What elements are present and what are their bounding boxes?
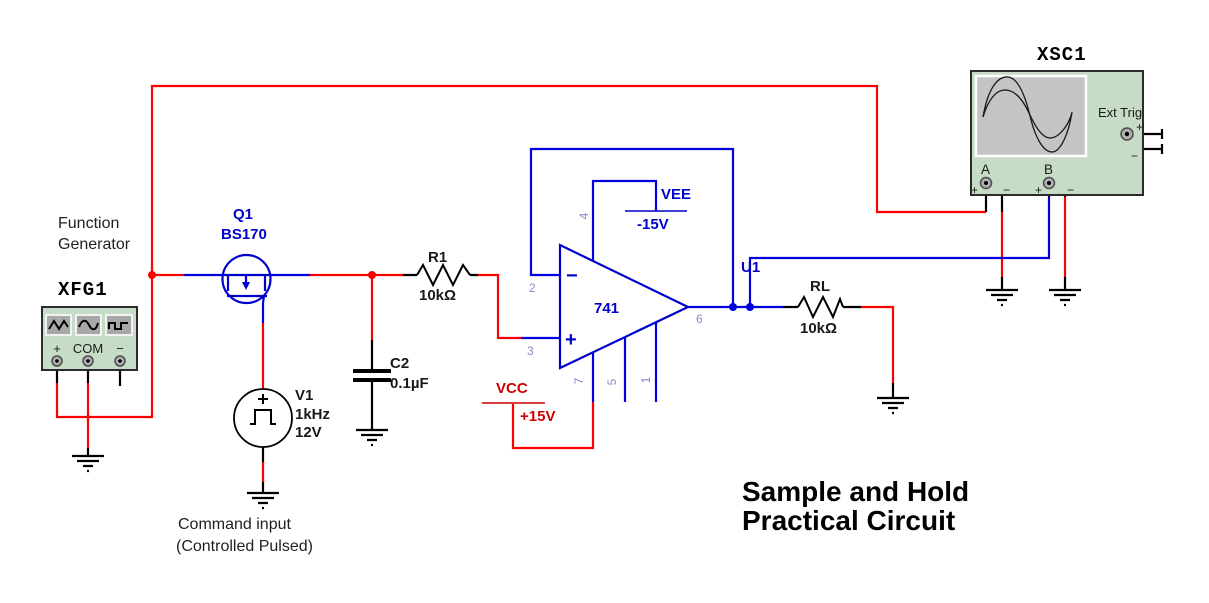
- capacitor-c2[interactable]: C2 0.1µF: [353, 355, 429, 392]
- u1-pin7-label: 7: [572, 377, 586, 384]
- xsc1-trig-minus: −: [1131, 149, 1138, 163]
- net-rl-ground[interactable]: [861, 305, 895, 383]
- stub-scope-b-minus[interactable]: [1049, 181, 1067, 290]
- stub-scope-a-minus[interactable]: [986, 181, 1004, 290]
- function-generator-note-line1: Function: [58, 215, 119, 232]
- v1-body[interactable]: [233, 388, 293, 448]
- xfg1-triangle-wave-button[interactable]: [45, 314, 72, 336]
- xfg1-plus-label: +: [53, 341, 61, 356]
- power-vee[interactable]: VEE -15V: [625, 186, 691, 233]
- wire-output-to-scope-b[interactable]: [748, 197, 1051, 307]
- ground-rl[interactable]: [877, 396, 909, 415]
- v1-voltage: 12V: [295, 424, 322, 441]
- u1-part: 741: [594, 300, 619, 317]
- rl-ref: RL: [810, 278, 830, 295]
- junction-dot: [368, 271, 376, 279]
- u1-pin4-label: 4: [577, 212, 591, 219]
- vcc-value: +15V: [520, 408, 555, 425]
- ground-scope-b[interactable]: [1049, 288, 1081, 307]
- resistor-rl[interactable]: RL 10kΩ: [797, 278, 844, 337]
- vcc-label: VCC: [496, 380, 528, 397]
- net-vcc[interactable]: [511, 402, 595, 450]
- xsc1-b-minus: −: [1067, 183, 1074, 197]
- junction-dot: [729, 303, 737, 311]
- mosfet-q1[interactable]: Q1 BS170: [221, 206, 272, 305]
- xfg1-com-label: COM: [73, 341, 103, 356]
- r1-zigzag[interactable]: [416, 262, 471, 288]
- vee-value: -15V: [637, 216, 669, 233]
- c2-plates[interactable]: [353, 369, 391, 382]
- c2-value: 0.1µF: [390, 375, 429, 392]
- xfg1-minus-label: −: [116, 341, 124, 356]
- circuit-title-line2: Practical Circuit: [742, 505, 955, 536]
- rl-value: 10kΩ: [800, 320, 837, 337]
- mosfet-body[interactable]: [221, 253, 272, 305]
- u1-ref: U1: [741, 259, 760, 276]
- circuit-title-line1: Sample and Hold: [742, 476, 969, 507]
- r1-value: 10kΩ: [419, 287, 456, 304]
- wire-pin4-to-vee[interactable]: [591, 179, 658, 261]
- ground-scope-a[interactable]: [986, 288, 1018, 307]
- opamp-triangle[interactable]: [558, 243, 691, 370]
- mosfet-gate-lead: [261, 295, 266, 304]
- u1-pin2-label: 2: [529, 281, 536, 295]
- junction-dot: [148, 271, 156, 279]
- xsc1-a-minus: −: [1003, 183, 1010, 197]
- xsc1-trig-plus: +: [1136, 120, 1143, 134]
- wire-r1-to-pin3[interactable]: [478, 273, 521, 340]
- r1-ref: R1: [428, 249, 447, 266]
- wire-fg-to-scope-a[interactable]: [55, 84, 986, 419]
- v1-frequency: 1kHz: [295, 406, 330, 423]
- instrument-xsc1[interactable]: Ext Trig + − A B + − + − XSC1: [970, 44, 1144, 197]
- ground-v1[interactable]: [247, 491, 279, 510]
- q1-ref: Q1: [233, 206, 253, 223]
- opamp-plus-sign: +: [565, 329, 577, 351]
- u1-pin6-label: 6: [696, 312, 703, 326]
- wire-feedback-loop[interactable]: [529, 147, 735, 307]
- mosfet-contacts: [226, 275, 267, 291]
- xsc1-label: XSC1: [1037, 44, 1087, 66]
- resistor-r1[interactable]: R1 10kΩ: [416, 249, 471, 304]
- xfg1-label: XFG1: [58, 279, 108, 301]
- xsc1-b-plus: +: [1035, 183, 1042, 197]
- sine-wave-icon: [78, 319, 99, 331]
- net-blue[interactable]: [184, 147, 1051, 402]
- xsc1-waveform-inner: [982, 89, 1073, 139]
- wire-pin7-to-vcc[interactable]: [511, 402, 595, 450]
- q1-part: BS170: [221, 226, 267, 243]
- function-generator-note-line2: Generator: [58, 236, 131, 253]
- u1-pin5-label: 5: [605, 378, 619, 385]
- pulse-source-v1[interactable]: V1 1kHz 12V: [233, 387, 330, 448]
- xsc1-channel-b-label: B: [1044, 162, 1053, 177]
- net-input-rail[interactable]: [55, 84, 986, 419]
- v1-plus-sign: [258, 394, 268, 404]
- junction-dot: [746, 303, 754, 311]
- rl-zigzag[interactable]: [797, 294, 844, 320]
- command-input-note-line1: Command input: [178, 516, 292, 533]
- square-wave-icon: [108, 322, 128, 330]
- ground-fg[interactable]: [72, 454, 104, 473]
- wire-rl-to-ground[interactable]: [861, 305, 895, 383]
- c2-ref: C2: [390, 355, 409, 372]
- vee-label: VEE: [661, 186, 691, 203]
- xsc1-ext-trig-label: Ext Trig: [1098, 105, 1142, 120]
- power-vcc[interactable]: VCC +15V: [482, 380, 555, 425]
- opamp-minus-sign: −: [566, 265, 578, 287]
- net-sample-node[interactable]: [310, 271, 521, 340]
- u1-pin3-label: 3: [527, 344, 534, 358]
- v1-pulse-glyph: [250, 409, 276, 425]
- xsc1-channel-a-label: A: [981, 162, 990, 177]
- triangle-wave-icon: [48, 319, 69, 331]
- ground-c2[interactable]: [356, 428, 388, 447]
- mosfet-arrow: [242, 282, 250, 290]
- opamp-u1[interactable]: − + U1 741 2 3 6 4 7 5 1: [527, 212, 760, 385]
- instrument-xfg1[interactable]: + COM − XFG1: [41, 279, 138, 371]
- v1-ref: V1: [295, 387, 313, 404]
- xfg1-square-wave-button[interactable]: [105, 314, 133, 336]
- command-input-note-line2: (Controlled Pulsed): [176, 538, 313, 555]
- xsc1-a-plus: +: [971, 183, 978, 197]
- u1-pin1-label: 1: [639, 376, 653, 383]
